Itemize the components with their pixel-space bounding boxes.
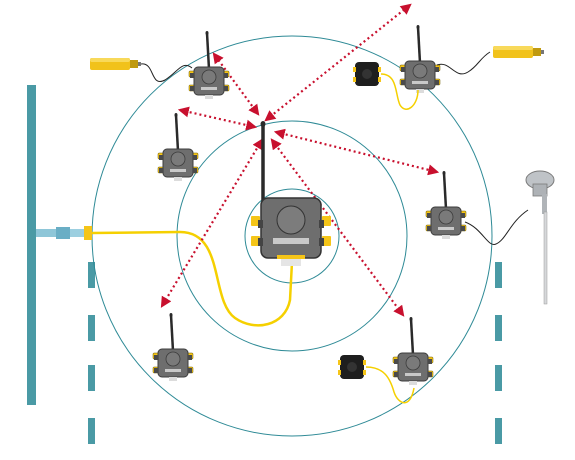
link-node-top-right (264, 3, 412, 122)
proximity-sensor-icon (90, 58, 141, 70)
node-left (156, 111, 200, 183)
wireless-links (160, 3, 440, 317)
left-wall (27, 85, 36, 405)
wireless-node-icon (424, 169, 468, 241)
link-node-bottom-left (160, 138, 264, 308)
wireless-node-icon (151, 311, 195, 383)
node-top-right (353, 23, 544, 110)
wireless-node-icon (398, 23, 442, 95)
sensor-module-icon (338, 355, 366, 379)
dashed-wall-right (495, 262, 502, 444)
dashed-wall-left (88, 262, 95, 444)
node-top (90, 29, 231, 101)
link-node-bottom-right (270, 138, 405, 317)
node-right (424, 169, 555, 305)
link-node-left (177, 106, 258, 131)
proximity-sensor-icon (493, 46, 544, 58)
link-node-right (273, 128, 440, 176)
node-bottom-right (338, 315, 435, 404)
wall-connector-icon (36, 226, 92, 240)
temperature-probe-icon (464, 170, 555, 305)
node-bottom-left (151, 311, 195, 383)
sensor-module-icon (353, 62, 381, 86)
wireless-node-icon (156, 111, 200, 183)
wireless-node-icon (391, 315, 435, 387)
wireless-gateway-icon (251, 121, 331, 266)
